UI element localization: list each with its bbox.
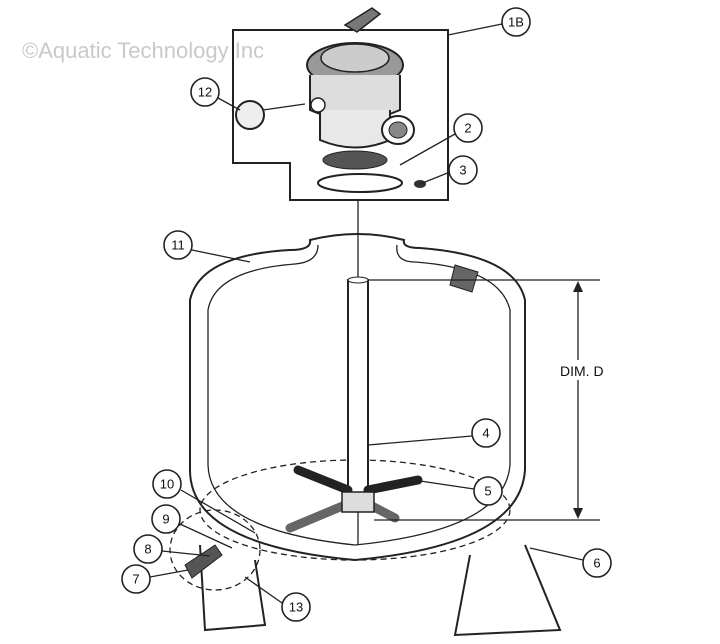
callout-1b: 1B <box>501 7 531 37</box>
callout-10: 10 <box>152 469 182 499</box>
callout-11: 11 <box>163 230 193 260</box>
dimension-label: DIM. D <box>560 363 604 379</box>
tank-base-legs <box>199 544 562 637</box>
svg-text:6: 6 <box>593 556 600 571</box>
valve-inset-box <box>232 29 449 201</box>
callout-9: 9 <box>151 504 181 534</box>
leader-lines <box>149 23 584 604</box>
svg-text:13: 13 <box>289 600 303 615</box>
callout-13: 13 <box>281 592 311 622</box>
dimension-d: DIM. D <box>368 279 622 521</box>
svg-text:5: 5 <box>484 484 491 499</box>
watermark: ©Aquatic Technology Inc <box>22 38 264 63</box>
standpipe-laterals <box>285 276 423 545</box>
svg-text:10: 10 <box>160 477 174 492</box>
svg-text:12: 12 <box>198 85 212 100</box>
svg-text:3: 3 <box>459 163 466 178</box>
callout-5: 5 <box>473 476 503 506</box>
svg-text:4: 4 <box>482 426 489 441</box>
callout-8: 8 <box>133 534 163 564</box>
o-ring-clamp <box>317 173 403 193</box>
pressure-gauge <box>235 100 306 130</box>
svg-text:11: 11 <box>171 238 185 253</box>
callout-3: 3 <box>448 155 478 185</box>
svg-text:9: 9 <box>162 512 169 527</box>
svg-text:7: 7 <box>132 572 139 587</box>
callout-6: 6 <box>582 548 612 578</box>
svg-text:1B: 1B <box>508 15 524 30</box>
callout-12: 12 <box>190 77 220 107</box>
callout-2: 2 <box>453 113 483 143</box>
callout-7: 7 <box>121 564 151 594</box>
svg-text:2: 2 <box>464 121 471 136</box>
svg-text:8: 8 <box>144 542 151 557</box>
multiport-valve <box>306 7 415 170</box>
callout-4: 4 <box>471 418 501 448</box>
